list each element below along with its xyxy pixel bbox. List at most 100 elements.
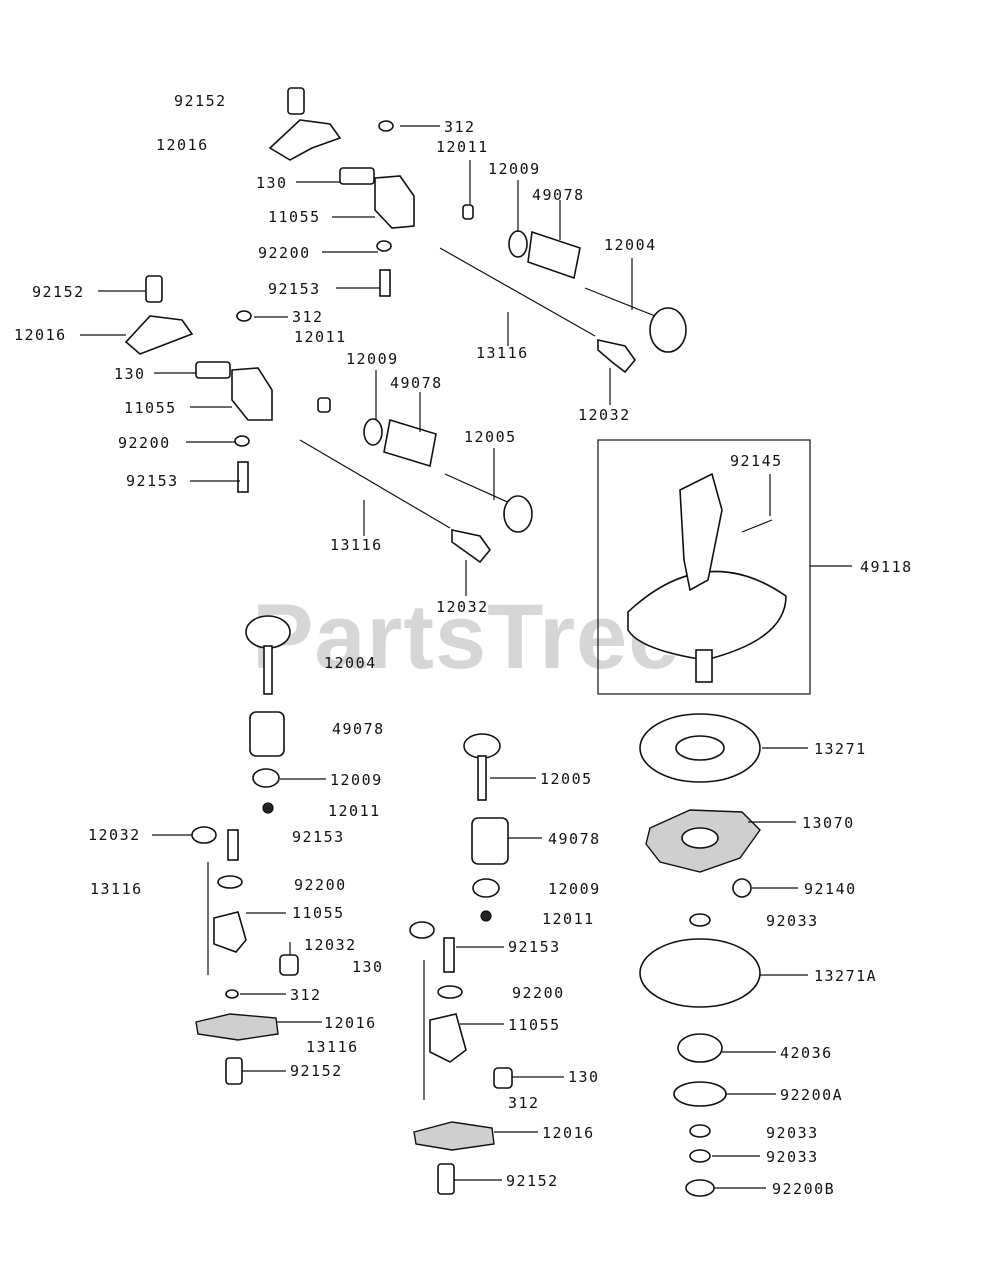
lifter-12032-center[interactable] (409, 921, 435, 939)
label-12016: 12016 (14, 326, 67, 344)
label-13116: 13116 (330, 536, 383, 554)
seal-12009-center[interactable] (472, 878, 500, 898)
label-92033: 92033 (766, 1124, 819, 1142)
label-92200: 92200 (294, 876, 347, 894)
ball-92140[interactable] (732, 878, 752, 898)
label-49078: 49078 (532, 186, 585, 204)
label-13070: 13070 (802, 814, 855, 832)
valve-stack-left (191, 615, 299, 1085)
adjuster-92153-left[interactable] (227, 829, 239, 861)
label-12005: 12005 (540, 770, 593, 788)
plate-13271A[interactable] (639, 938, 761, 1008)
label-42036: 42036 (780, 1044, 833, 1062)
label-12004: 12004 (324, 654, 377, 672)
label-92152: 92152 (290, 1062, 343, 1080)
rocker-arm-12016-center[interactable] (413, 1121, 495, 1151)
guide-11055-b[interactable] (231, 367, 273, 421)
cap-12011-center[interactable] (480, 910, 492, 922)
washer-92200-a[interactable] (376, 240, 392, 252)
ring-92033-a[interactable] (689, 913, 711, 927)
label-11055: 11055 (124, 399, 177, 417)
seal-12009-left[interactable] (252, 768, 280, 788)
bolt-130-left[interactable] (279, 954, 299, 976)
lifter-12032-a[interactable] (597, 339, 637, 374)
valve-head-12004-lower[interactable] (245, 615, 291, 649)
seal-12009-a[interactable] (508, 230, 528, 258)
label-12011: 12011 (436, 138, 489, 156)
cap-12011-a[interactable] (462, 204, 474, 220)
washer-92200A[interactable] (673, 1081, 727, 1107)
spring-49078-b[interactable] (383, 418, 437, 468)
camshaft-49118[interactable] (679, 472, 723, 592)
label-92200A: 92200A (780, 1086, 843, 1104)
label-11055: 11055 (268, 208, 321, 226)
label-312: 312 (290, 986, 322, 1004)
spring-49078-center[interactable] (471, 817, 509, 865)
cap-12011-b[interactable] (317, 397, 331, 413)
pivot-92152-b[interactable] (145, 275, 163, 303)
nut-312-left[interactable] (225, 989, 239, 999)
label-130: 130 (568, 1068, 600, 1086)
washer-92200B[interactable] (685, 1179, 715, 1197)
label-92153: 92153 (268, 280, 321, 298)
guide-11055-a[interactable] (374, 175, 415, 229)
label-92152: 92152 (506, 1172, 559, 1190)
adjuster-92153-a[interactable] (379, 269, 391, 297)
label-49118: 49118 (860, 558, 913, 576)
label-92153: 92153 (292, 828, 345, 846)
label-92200: 92200 (512, 984, 565, 1002)
valve-head-12005[interactable] (503, 495, 533, 533)
spring-49078-a[interactable] (527, 230, 581, 280)
rocker-arm-12016-left[interactable] (195, 1013, 279, 1041)
label-12009: 12009 (330, 771, 383, 789)
bolt-130-a[interactable] (339, 167, 375, 185)
label-13271: 13271 (814, 740, 867, 758)
guide-11055-center[interactable] (429, 1013, 467, 1063)
washer-92200-center[interactable] (437, 985, 463, 999)
valve-head-12005-lower[interactable] (463, 733, 501, 759)
rocker-arm-12016-b[interactable] (124, 315, 194, 355)
label-12009: 12009 (548, 880, 601, 898)
governor-13070-hub (681, 827, 719, 849)
washer-92200-left[interactable] (217, 875, 243, 889)
valve-stem-12004 (584, 287, 661, 319)
lifter-12032-b[interactable] (451, 529, 492, 564)
label-12016: 12016 (324, 1014, 377, 1032)
adjuster-92153-center[interactable] (443, 937, 455, 973)
label-92145: 92145 (730, 452, 783, 470)
push-rod-13116-b (299, 439, 451, 529)
washer-92200-b[interactable] (234, 435, 250, 447)
valve-stack-center (409, 733, 513, 1195)
valve-stem-12004-lower (263, 645, 273, 695)
nut-312-a[interactable] (378, 120, 394, 132)
sleeve-42036[interactable] (677, 1033, 723, 1063)
valve-head-12004[interactable] (649, 307, 687, 353)
valve-stem-12005 (444, 473, 513, 505)
cap-12011-left[interactable] (262, 802, 274, 814)
pivot-92152-center[interactable] (437, 1163, 455, 1195)
camshaft-end (695, 649, 713, 683)
ring-92033-c[interactable] (689, 1149, 711, 1163)
spring-49078-left[interactable] (249, 711, 285, 757)
rocker-arm-12016-a[interactable] (268, 119, 342, 161)
label-12009: 12009 (346, 350, 399, 368)
cam-gear-49118[interactable] (627, 570, 787, 661)
guide-11055-left[interactable] (213, 911, 247, 953)
bolt-130-center[interactable] (493, 1067, 513, 1089)
bolt-130-b[interactable] (195, 361, 231, 379)
label-13116: 13116 (476, 344, 529, 362)
pivot-92152-a[interactable] (287, 87, 305, 115)
lifter-12032-left[interactable] (191, 826, 217, 844)
seal-12009-b[interactable] (363, 418, 383, 446)
label-12032: 12032 (304, 936, 357, 954)
adjuster-92153-b[interactable] (237, 461, 249, 493)
label-13116: 13116 (306, 1038, 359, 1056)
pivot-92152-left[interactable] (225, 1057, 243, 1085)
label-92140: 92140 (804, 880, 857, 898)
ring-92033-b[interactable] (689, 1124, 711, 1138)
nut-312-b[interactable] (236, 310, 252, 322)
rocker-assembly-second (124, 275, 533, 564)
label-92033: 92033 (766, 1148, 819, 1166)
spring-92145[interactable] (741, 519, 773, 533)
